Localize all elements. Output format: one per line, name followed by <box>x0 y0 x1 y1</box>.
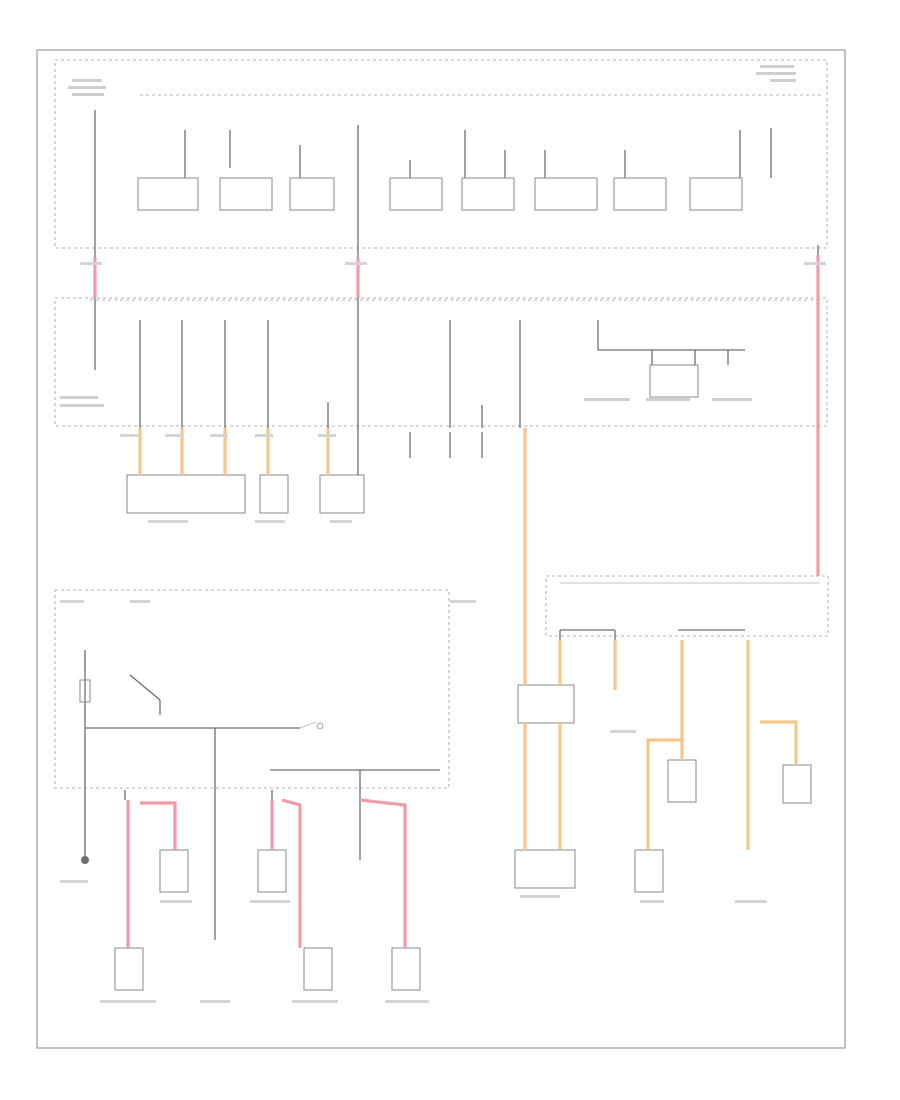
lower-fuse-block <box>54 589 450 789</box>
battery-feed-wires <box>93 255 820 948</box>
middle-fuse-block <box>54 297 828 427</box>
module-right-small <box>319 474 365 514</box>
middle-block-components <box>60 320 752 428</box>
diagram-frame <box>36 49 846 1049</box>
upper-fuse-block-labels <box>68 65 796 96</box>
module-power-supply <box>259 474 289 514</box>
right-fuse-block <box>545 575 829 637</box>
upper-block-components <box>137 128 772 211</box>
lower-block-components <box>79 650 440 991</box>
module-lower-left <box>126 474 246 514</box>
fuse-labels <box>60 262 826 1003</box>
upper-fuse-block <box>54 59 828 249</box>
mid-connectors <box>126 428 483 514</box>
ignition-feed-wires <box>138 428 798 850</box>
